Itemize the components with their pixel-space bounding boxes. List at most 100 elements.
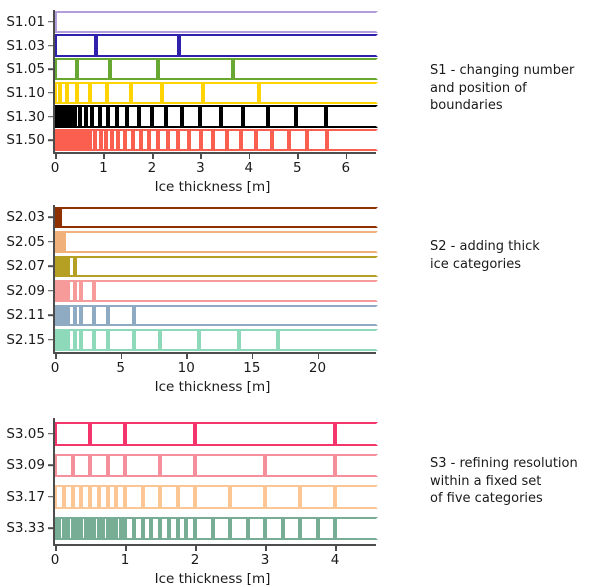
category-box [68,304,75,326]
y-axis-tick [48,240,53,243]
y-axis-label-S1-10: S1.10 [6,84,45,101]
x-axis-tick [248,154,251,159]
category-box [167,128,179,152]
category-row-S2-11 [0,304,600,326]
category-box [116,485,125,509]
x-axis-ticklabel: 10 [177,360,195,376]
category-box [64,304,69,326]
x-axis-tick [195,546,197,551]
category-row-S1-05 [0,57,600,81]
category-box [76,81,90,105]
category-box [68,280,75,302]
y-axis-tick [48,92,53,94]
category-box [195,516,213,540]
category-box [160,453,195,477]
x-axis-tick [125,546,127,551]
category-box [149,128,159,152]
category-box [81,516,86,540]
category-box [94,280,378,302]
category-box [107,304,134,326]
category-box [60,280,65,302]
x-axis-ticklabel: 5 [293,160,302,176]
panel-annotation-s1: S1 - changing number and position of bou… [430,63,575,114]
y-axis-tick [48,115,53,118]
category-box [230,485,265,509]
category-box [107,485,117,509]
category-box [60,304,65,326]
category-row-S1-01 [0,10,600,34]
category-box [177,485,195,509]
category-box [127,105,139,128]
category-box [55,453,73,477]
category-box [74,255,378,277]
category-box [120,516,125,540]
category-box [335,485,378,509]
x-axis-tick [186,354,188,359]
x-axis-tick [251,354,254,359]
x-axis-tick [55,354,57,359]
y-axis-tick [48,139,53,141]
category-box [55,422,90,446]
x-axis-ticklabel: 3 [196,160,205,176]
category-box [55,57,77,81]
y-axis-label-S2-11: S2.11 [6,307,45,324]
x-axis-tick [55,546,57,551]
category-box [74,128,79,152]
category-box [125,485,143,509]
category-box [151,105,167,128]
category-row-S2-07 [0,255,600,277]
x-axis-title: Ice thickness [m] [154,179,271,195]
category-box [199,329,239,351]
category-box [256,128,273,152]
y-axis-label-S3-05: S3.05 [6,425,45,442]
category-row-S2-05 [0,231,600,253]
y-axis-label-S2-15: S2.15 [6,331,45,348]
x-axis-tick [151,154,154,159]
x-axis-tick [55,154,57,159]
category-box [55,81,60,105]
category-box [189,128,201,152]
category-box [74,280,82,302]
category-row-S3-17 [0,485,600,509]
category-box [212,516,230,540]
y-axis-tick [48,527,53,530]
category-box [90,516,95,540]
panel-annotation-s2: S2 - adding thick ice categories [430,239,540,272]
x-axis-tick [200,154,202,159]
category-box [55,10,378,34]
category-box [247,516,265,540]
category-box [111,516,117,540]
x-axis-ticklabel: 4 [330,552,340,568]
category-box [92,105,100,128]
y-axis-label-S2-03: S2.03 [6,209,45,226]
category-box [158,128,168,152]
category-row-S1-50 [0,128,600,152]
category-box [82,128,87,152]
category-box [132,128,141,152]
category-box [307,128,327,152]
category-box [166,105,183,128]
x-axis-ticklabel: 0 [50,160,60,176]
x-axis-ticklabel: 4 [244,160,254,176]
panel-annotation-s3: S3 - refining resolution within a fixed … [430,456,578,507]
y-axis-label-S1-30: S1.30 [6,108,45,125]
x-axis-title: Ice thickness [m] [154,379,271,395]
category-box [157,57,233,81]
category-box [81,329,95,351]
category-box [86,128,91,152]
category-box [133,329,160,351]
y-axis-tick [48,68,53,70]
category-box [140,128,149,152]
category-box [133,304,378,326]
category-box [265,453,335,477]
category-box [67,105,72,128]
x-axis-ticklabel: 3 [260,552,270,568]
y-axis-tick [48,338,53,341]
category-box [81,280,95,302]
category-box [125,422,195,446]
category-box [125,128,133,152]
category-box [76,516,82,540]
category-box [90,422,125,446]
category-box [94,516,99,540]
